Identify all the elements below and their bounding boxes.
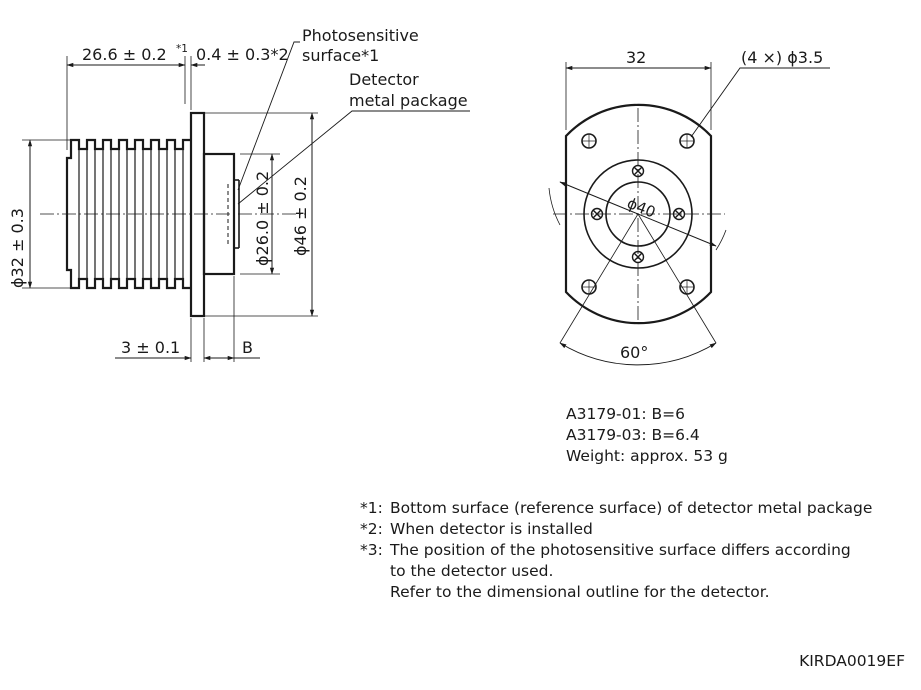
label-detector: Detector: [349, 70, 419, 89]
flange: [189, 111, 206, 318]
label-photosensitive: Photosensitive: [302, 26, 419, 45]
label-metal-package: metal package: [349, 91, 468, 110]
footnotes: *1: Bottom surface (reference surface) o…: [360, 498, 872, 603]
dim-inner-dia: ϕ26.0 ± 0.2: [253, 171, 272, 266]
variant-list: A3179-01: B=6 A3179-03: B=6.4 Weight: ap…: [566, 404, 728, 467]
variant-a3179-01: A3179-01: B=6: [566, 405, 685, 423]
dim-b: B: [242, 338, 253, 357]
dim-gap: 0.4 ± 0.3*2: [196, 45, 289, 64]
note-3-line-3: Refer to the dimensional outline for the…: [390, 583, 770, 601]
dim-width: 32: [626, 48, 646, 67]
note-3: *3: The position of the photosensitive s…: [360, 541, 851, 559]
front-housing: [202, 152, 236, 276]
label-surface: surface*1: [302, 46, 379, 65]
dim-pcd: ϕ40: [625, 194, 659, 222]
variant-a3179-03: A3179-03: B=6.4: [566, 426, 700, 444]
drawing-code: KIRDA0019EF: [799, 652, 905, 670]
side-view: [22, 41, 470, 362]
dim-flange-thick: 3 ± 0.1: [121, 338, 180, 357]
heatsink-fins: [65, 138, 191, 290]
flange-outline: [564, 103, 713, 325]
note-3-line-2: to the detector used.: [390, 562, 554, 580]
front-view: [548, 62, 830, 366]
note-2: *2: When detector is installed: [360, 520, 593, 538]
dim-angle: 60°: [620, 343, 648, 362]
note-1: *1: Bottom surface (reference surface) o…: [360, 499, 873, 517]
dim-flange-dia: ϕ46 ± 0.2: [291, 176, 310, 256]
star1-mark: *1: [176, 43, 188, 55]
dim-length: 26.6 ± 0.2: [82, 45, 167, 64]
dimensional-drawing: 26.6 ± 0.2 *1 0.4 ± 0.3*2 Photosensitive…: [8, 26, 830, 366]
weight: Weight: approx. 53 g: [566, 447, 728, 465]
dim-holes: (4 ×) ϕ3.5: [741, 48, 823, 67]
dim-outer-dia: ϕ32 ± 0.3: [8, 208, 27, 288]
